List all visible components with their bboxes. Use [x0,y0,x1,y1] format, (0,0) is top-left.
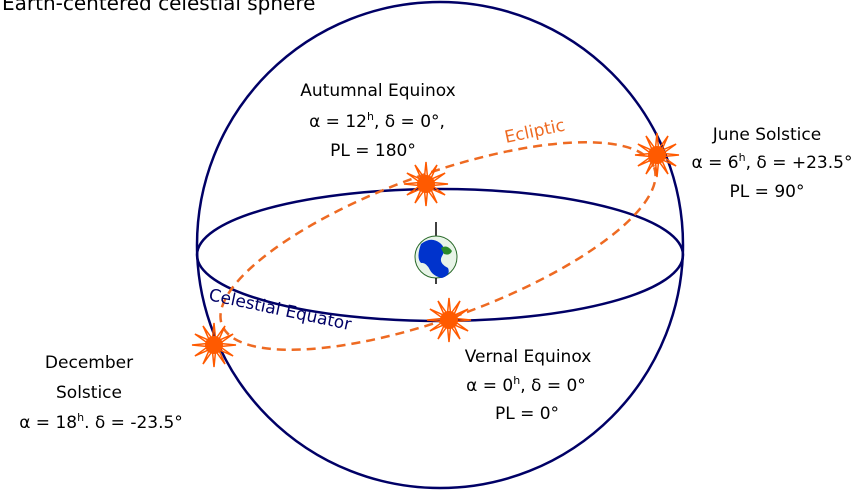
autumnal-equinox-name: Autumnal Equinox [300,81,455,101]
december-solstice-coords: α = 18h. δ = -23.5° [19,411,183,433]
diagram-title: Earth-centered celestial sphere [2,0,315,15]
autumnal-ra: α = 12 [309,112,367,132]
autumnal-dec: , δ = 0°, [374,112,445,132]
june-solstice-pl: PL = 90° [730,182,805,202]
june-solstice-sun-icon [634,132,680,178]
vernal-ra-sup: h [513,374,520,387]
autumnal-equinox-coords: α = 12h, δ = 0°, [309,110,445,132]
december-ra-sup: h [77,411,84,424]
june-solstice-coords: α = 6h, δ = +23.5° [692,151,853,173]
june-dec: , δ = +23.5° [746,153,853,173]
vernal-dec: , δ = 0° [520,376,586,396]
earth-globe-icon [414,222,458,284]
autumnal-ra-sup: h [367,110,374,123]
december-solstice-sun-icon [191,322,237,368]
december-solstice-name-line1: December [45,353,133,373]
celestial-sphere-outline [195,0,685,490]
vernal-equinox-sun-icon [426,297,472,343]
autumnal-equinox-pl: PL = 180° [330,141,416,161]
june-solstice-name: June Solstice [712,125,821,145]
vernal-equinox-pl: PL = 0° [495,404,559,424]
vernal-ra: α = 0 [466,376,513,396]
autumnal-equinox-sun-icon [403,161,449,207]
june-ra: α = 6 [692,153,739,173]
vernal-equinox-coords: α = 0h, δ = 0° [466,374,586,396]
ecliptic-ellipse [219,140,657,352]
ecliptic-label: Ecliptic [503,116,567,148]
december-dec: . δ = -23.5° [84,413,183,433]
december-solstice-name-line2: Solstice [56,383,122,403]
december-ra: α = 18 [19,413,77,433]
sun-markers [191,132,680,368]
celestial-equator-label: Celestial Equator [207,285,353,335]
vernal-equinox-name: Vernal Equinox [465,347,592,367]
june-ra-sup: h [739,151,746,164]
